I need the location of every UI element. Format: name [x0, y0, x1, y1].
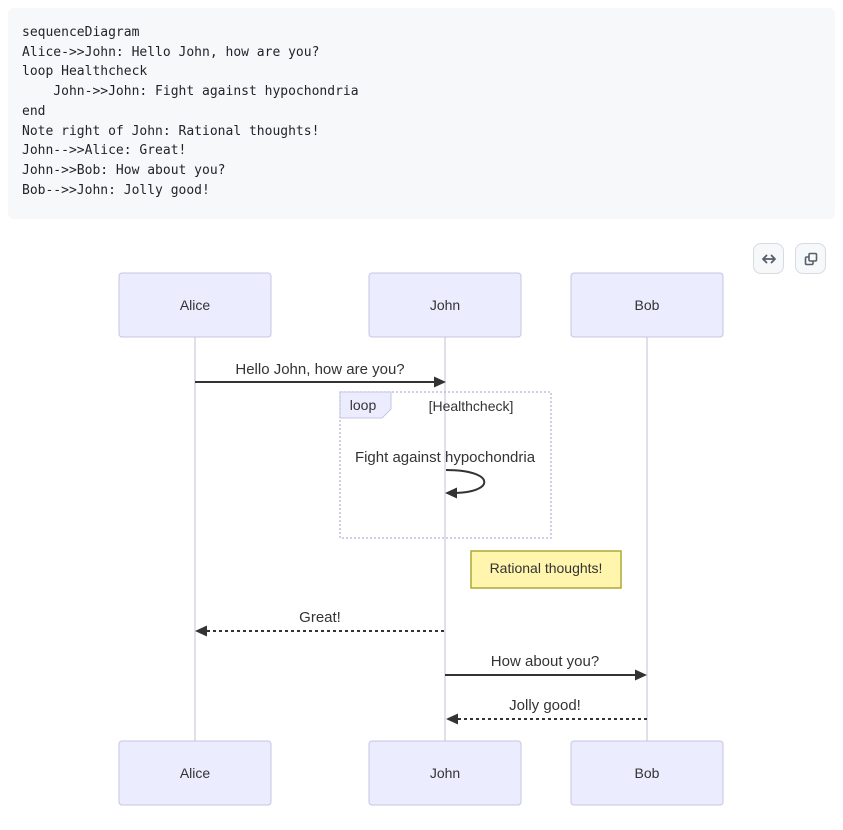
actor-label-alice: Alice: [180, 297, 211, 313]
message-text-fight: Fight against hypochondria: [355, 449, 536, 466]
arrowhead-left-icon: [446, 713, 458, 725]
self-message-curve: [445, 469, 486, 494]
loop-frame: [339, 391, 552, 539]
actor-top-bob: Bob: [570, 272, 724, 338]
copy-icon: [802, 250, 820, 268]
message-text-hello: Hello John, how are you?: [235, 361, 404, 378]
actor-label-john: John: [430, 297, 460, 313]
actor-box: [570, 740, 724, 806]
expand-horizontal-button[interactable]: [753, 243, 784, 274]
arrowhead-left-icon: [445, 487, 457, 499]
actor-box: [118, 740, 272, 806]
actor-box: [570, 272, 724, 338]
loop-condition: [Healthcheck]: [429, 398, 514, 414]
actor-box: [368, 740, 522, 806]
code-block: sequenceDiagram Alice->>John: Hello John…: [8, 8, 835, 219]
actor-box: [118, 272, 272, 338]
actor-label-john: John: [430, 765, 460, 781]
copy-button[interactable]: [795, 243, 826, 274]
actor-top-alice: Alice: [118, 272, 272, 338]
arrowhead-right-icon: [635, 669, 647, 681]
actor-label-bob: Bob: [635, 765, 660, 781]
arrows-horizontal-icon: [760, 250, 778, 268]
actor-label-bob: Bob: [635, 297, 660, 313]
message-text-great: Great!: [299, 609, 341, 626]
message-text-how-about-you: How about you?: [491, 653, 599, 670]
actor-bottom-alice: Alice: [118, 740, 272, 806]
mermaid-source-code: sequenceDiagram Alice->>John: Hello John…: [22, 25, 359, 198]
loop-label-tab: [339, 391, 392, 419]
actor-label-alice: Alice: [180, 765, 211, 781]
actor-box: [368, 272, 522, 338]
arrowhead-left-icon: [195, 625, 207, 637]
actor-bottom-john: John: [368, 740, 522, 806]
arrowhead-right-icon: [434, 376, 446, 388]
note-text: Rational thoughts!: [490, 560, 603, 576]
note-box: [470, 550, 622, 589]
message-text-jolly-good: Jolly good!: [509, 697, 581, 714]
actor-bottom-bob: Bob: [570, 740, 724, 806]
actor-top-john: John: [368, 272, 522, 338]
diagram-toolbar: [753, 243, 826, 274]
sequence-diagram: Alice John Bob Hello John, how are you? …: [118, 272, 724, 806]
loop-label: loop: [350, 397, 377, 413]
